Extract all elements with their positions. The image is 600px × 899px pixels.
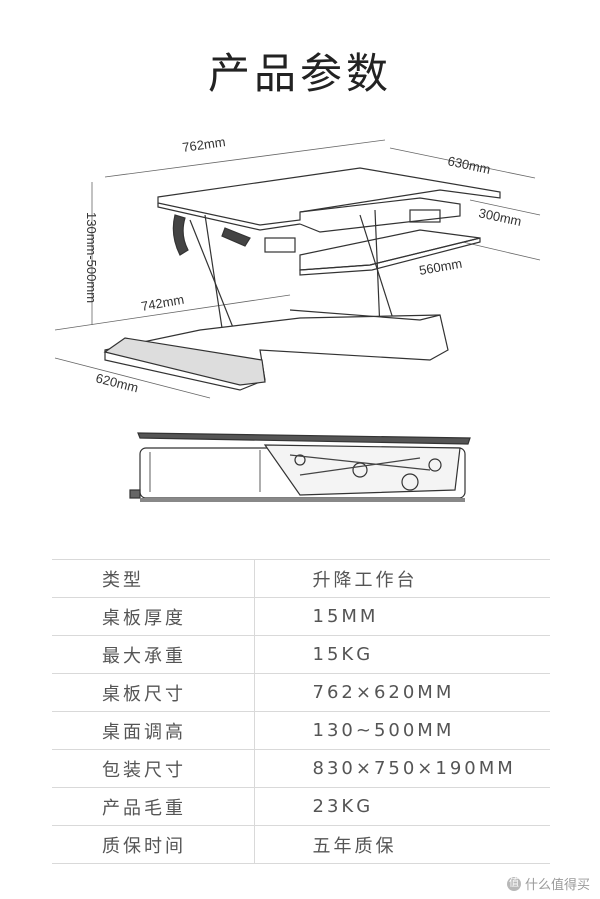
product-line-drawing: 762mm 630mm 300mm 560mm 130mm-500mm 742m…: [0, 120, 600, 520]
site-logo-icon: 值: [506, 876, 521, 891]
side-view: [129, 432, 471, 502]
spec-value: 762×620MM: [254, 673, 550, 712]
spec-value: 830×750×190MM: [254, 749, 550, 788]
spec-key: 包装尺寸: [52, 749, 255, 788]
watermark: 值 什么值得买: [506, 874, 590, 893]
spec-key: 质保时间: [52, 825, 255, 864]
spec-value: 15MM: [254, 597, 550, 636]
spec-value: 15KG: [254, 635, 550, 674]
spec-key: 桌板尺寸: [52, 673, 255, 712]
keyboard-tray: [299, 229, 481, 276]
dim-base-width: 742mm: [140, 292, 185, 314]
spec-value: 五年质保: [254, 825, 550, 864]
spec-key: 类型: [52, 559, 255, 598]
base-frame: [103, 309, 449, 391]
spec-value: 130~500MM: [254, 711, 550, 750]
page-title: 产品参数: [207, 49, 392, 98]
dim-top-width: 762mm: [181, 134, 226, 155]
dim-keyboard-depth: 300mm: [477, 205, 523, 229]
spec-value: 升降工作台: [254, 559, 550, 598]
table-row: 类型升降工作台: [52, 559, 550, 598]
dim-top-depth: 630mm: [446, 153, 492, 177]
spec-value: 23KG: [254, 787, 550, 826]
dim-height-range: 130mm-500mm: [84, 212, 99, 303]
lift-arms: [172, 209, 441, 349]
spec-key: 最大承重: [52, 635, 255, 674]
spec-key: 桌面调高: [52, 711, 255, 750]
table-row: 质保时间五年质保: [52, 825, 550, 864]
desk-top: [157, 167, 501, 233]
dim-keyboard-width: 560mm: [418, 256, 463, 278]
spec-key: 产品毛重: [52, 787, 255, 826]
watermark-text: 什么值得买: [524, 878, 590, 893]
spec-key: 桌板厚度: [52, 597, 255, 636]
